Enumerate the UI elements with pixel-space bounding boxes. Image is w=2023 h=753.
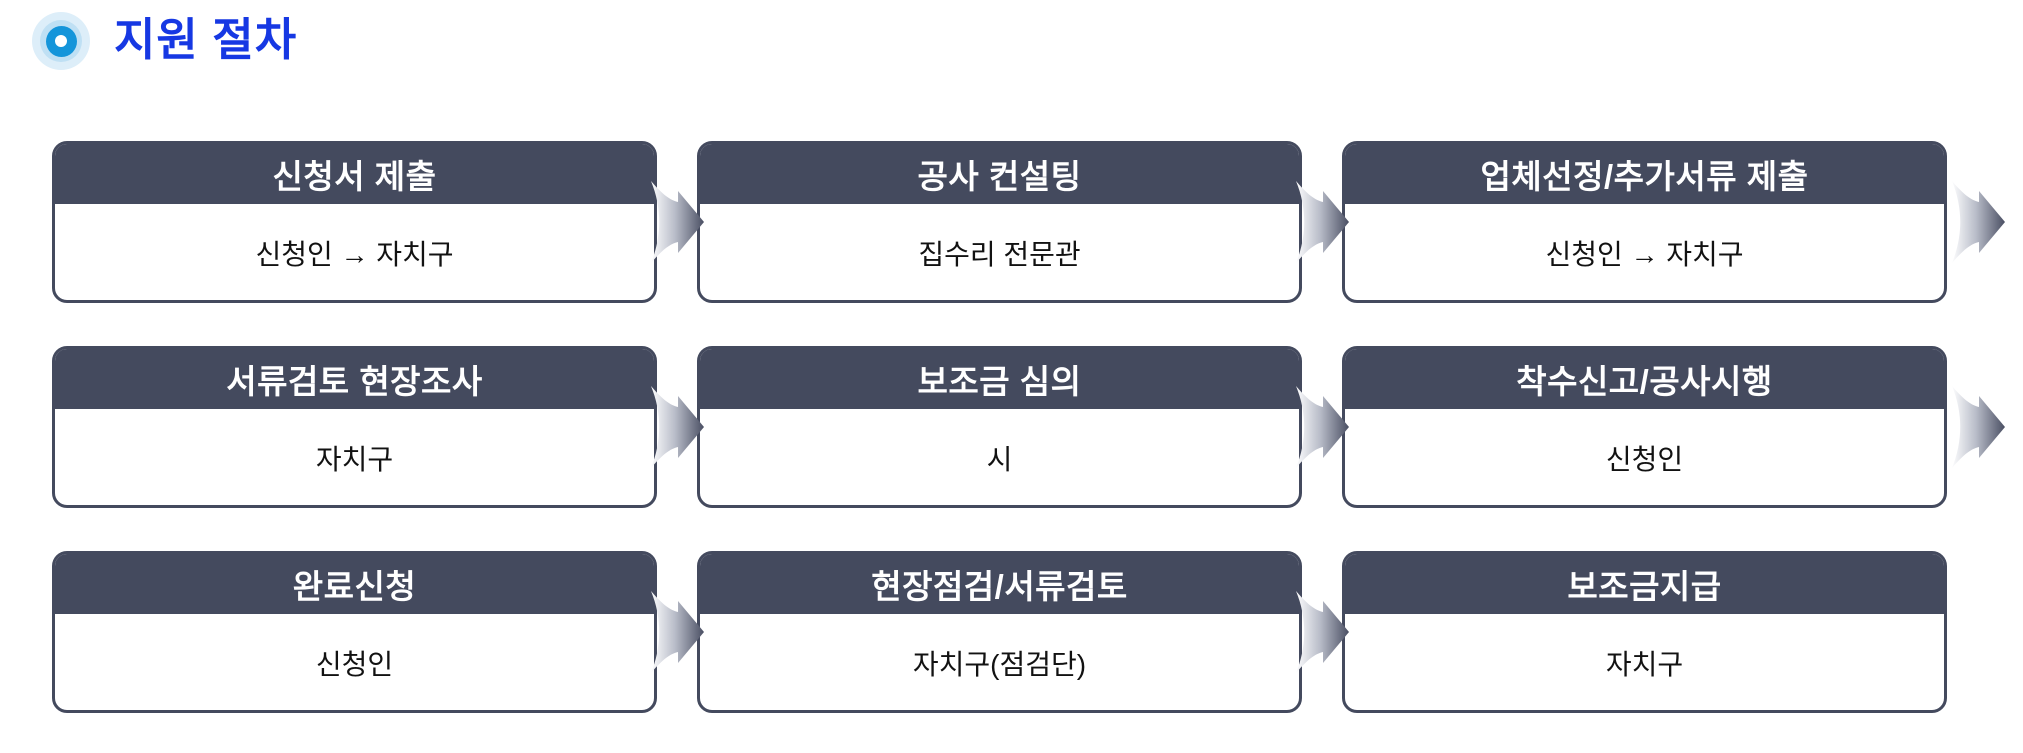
flow-arrow-row-end: [1947, 141, 2023, 303]
flow-arrow: [1296, 551, 1349, 713]
flow-arrow: [1296, 346, 1349, 508]
step-detail: 자치구: [315, 444, 394, 475]
process-flow-diagram: 신청서 제출 신청인 → 자치구 공사 컨설팅 집수리 전문관 업체선정/추가서…: [52, 141, 2023, 713]
step-title: 서류검토 현장조사: [55, 349, 654, 411]
step-box-construction-start: 착수신고/공사시행 신청인: [1342, 346, 1947, 508]
step-title: 착수신고/공사시행: [1345, 349, 1944, 411]
flow-arrow: [651, 141, 704, 303]
page-title: 지원 절차: [114, 13, 298, 65]
flow-end-spacer: [1947, 551, 2023, 713]
step-detail: 신청인 → 자치구: [255, 239, 454, 270]
arrow-right-icon: [1296, 591, 1349, 673]
arrow-right-icon: [1296, 386, 1349, 468]
step-detail: 신청인: [315, 649, 394, 680]
step-title: 현장점검/서류검토: [700, 554, 1299, 616]
step-box-document-review: 서류검토 현장조사 자치구: [52, 346, 657, 508]
step-box-subsidy-payment: 보조금지급 자치구: [1342, 551, 1947, 713]
step-detail: 집수리 전문관: [918, 239, 1081, 270]
step-box-consulting: 공사 컨설팅 집수리 전문관: [697, 141, 1302, 303]
arrow-right-icon: [651, 181, 704, 263]
bullseye-ring: [45, 25, 77, 57]
section-header: 지원 절차: [0, 0, 2023, 64]
step-title: 보조금지급: [1345, 554, 1944, 616]
step-detail: 신청인 → 자치구: [1545, 239, 1744, 270]
bullseye-center: [55, 35, 67, 47]
arrow-right-icon: [651, 386, 704, 468]
arrow-right-icon: [651, 591, 704, 673]
bullseye-icon: [40, 20, 82, 62]
flow-arrow: [651, 346, 704, 508]
step-detail: 신청인: [1605, 444, 1684, 475]
arrow-right-icon: [1952, 181, 2005, 263]
step-detail: 자치구(점검단): [912, 649, 1087, 680]
flow-arrow-row-end: [1947, 346, 2023, 508]
step-title: 업체선정/추가서류 제출: [1345, 144, 1944, 206]
arrow-right-icon: [1952, 386, 2005, 468]
flow-arrow: [651, 551, 704, 713]
step-title: 신청서 제출: [55, 144, 654, 206]
step-box-application-submit: 신청서 제출 신청인 → 자치구: [52, 141, 657, 303]
step-detail: 시: [986, 444, 1013, 475]
step-title: 공사 컨설팅: [700, 144, 1299, 206]
step-box-site-inspection: 현장점검/서류검토 자치구(점검단): [697, 551, 1302, 713]
step-title: 보조금 심의: [700, 349, 1299, 411]
arrow-right-icon: [1296, 181, 1349, 263]
step-box-subsidy-deliberation: 보조금 심의 시: [697, 346, 1302, 508]
step-box-vendor-selection: 업체선정/추가서류 제출 신청인 → 자치구: [1342, 141, 1947, 303]
step-box-completion-request: 완료신청 신청인: [52, 551, 657, 713]
step-detail: 자치구: [1605, 649, 1684, 680]
flow-arrow: [1296, 141, 1349, 303]
step-title: 완료신청: [55, 554, 654, 616]
